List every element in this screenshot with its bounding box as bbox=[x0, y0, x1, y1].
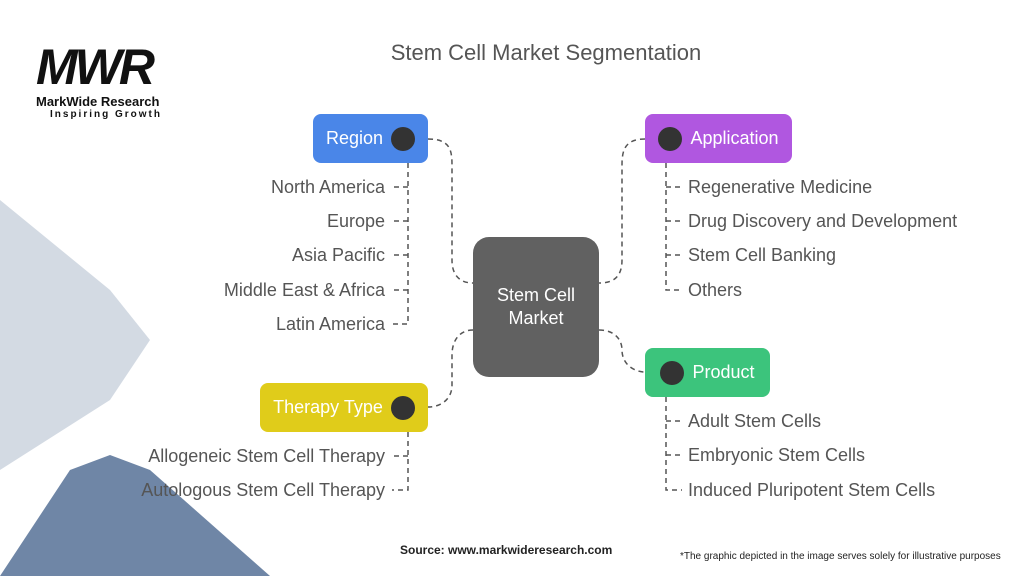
list-item: Regenerative Medicine bbox=[688, 177, 873, 197]
list-item: Latin America bbox=[275, 314, 385, 334]
page-title: Stem Cell Market Segmentation bbox=[390, 40, 702, 65]
region-node: Region bbox=[313, 114, 428, 163]
list-item: Adult Stem Cells bbox=[688, 411, 822, 431]
list-item: Autologous Stem Cell Therapy bbox=[141, 480, 385, 500]
globe-icon bbox=[391, 126, 416, 151]
list-item: Induced Pluripotent Stem Cells bbox=[688, 480, 936, 500]
list-item: Asia Pacific bbox=[291, 245, 385, 265]
list-item: North America bbox=[270, 177, 385, 197]
logo: MWR MarkWide Research Inspiring Growth bbox=[36, 39, 162, 120]
list-item: Drug Discovery and Development bbox=[688, 211, 958, 231]
list-item: Middle East & Africa bbox=[223, 280, 385, 300]
product-node: Product bbox=[645, 348, 770, 397]
list-item: Embryonic Stem Cells bbox=[688, 445, 866, 465]
list-item: Europe bbox=[326, 211, 385, 231]
therapy-node: Therapy Type bbox=[260, 383, 428, 432]
application-node: Application bbox=[645, 114, 792, 163]
disclaimer-text: *The graphic depicted in the image serve… bbox=[680, 551, 1001, 562]
atom-hand-icon bbox=[658, 126, 683, 151]
list-item: Others bbox=[688, 280, 743, 300]
syringe-icon bbox=[660, 360, 685, 385]
list-item: Allogeneic Stem Cell Therapy bbox=[148, 446, 385, 466]
list-item: Stem Cell Banking bbox=[688, 245, 837, 265]
target-icon bbox=[390, 395, 415, 420]
source-text: Source: www.markwideresearch.com bbox=[400, 543, 613, 557]
